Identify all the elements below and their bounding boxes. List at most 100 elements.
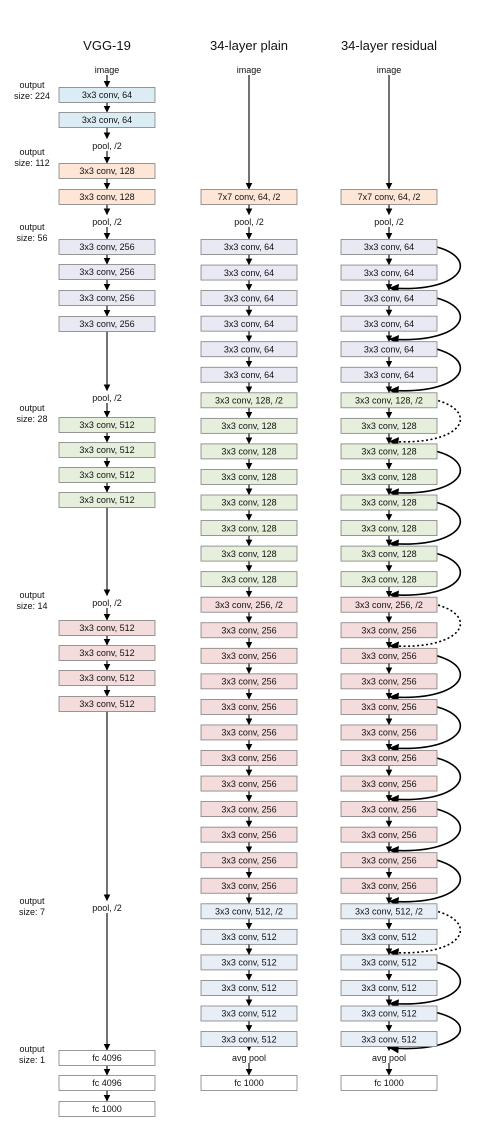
layer-box: 3x3 conv, 256 <box>200 699 298 715</box>
layer-box: 3x3 conv, 512 <box>58 620 156 636</box>
output-size-label: output <box>19 80 45 90</box>
layer-box: 3x3 conv, 256 <box>340 750 438 766</box>
layer-box: 3x3 conv, 256 <box>200 647 298 664</box>
layer-box-rect <box>200 980 298 996</box>
layer-box-label: 3x3 conv, 512 <box>221 1034 276 1044</box>
layer-box: 3x3 conv, 64 <box>340 366 438 383</box>
layer-box-label: 3x3 conv, 128, /2 <box>355 396 423 406</box>
layer-box: 3x3 conv, 256 <box>340 647 438 664</box>
layer-box: 3x3 conv, 512 <box>58 467 156 483</box>
layer-box-label: 3x3 conv, 128 <box>221 574 276 584</box>
layer-box-label: 3x3 conv, 512 <box>79 495 134 505</box>
layer-box: 3x3 conv, 64 <box>200 315 298 332</box>
layer-box: 3x3 conv, 256 <box>200 750 298 766</box>
layer-box-label: 3x3 conv, 128, /2 <box>215 396 283 406</box>
output-size-label: size: 112 <box>14 158 49 168</box>
layer-box: 3x3 conv, 512 <box>200 1031 298 1047</box>
stage-label: pool, /2 <box>92 393 122 403</box>
layer-box-rect <box>340 1031 438 1047</box>
layer-box-label: 3x3 conv, 512 <box>79 445 134 455</box>
layer-box: fc 1000 <box>200 1075 298 1091</box>
layer-box: fc 4096 <box>58 1075 156 1091</box>
layer-box-rect <box>340 469 438 485</box>
layer-box-label: 3x3 conv, 256 <box>361 753 416 763</box>
layer-box-rect <box>340 189 438 205</box>
header-residual34: 34-layer residual <box>341 38 437 53</box>
layer-box: 3x3 conv, 256 <box>200 673 298 690</box>
layer-box-rect <box>200 239 298 255</box>
layer-box-rect <box>200 315 298 332</box>
layer-box-label: 3x3 conv, 128 <box>361 574 416 584</box>
layer-box: 3x3 conv, 512 <box>200 954 298 971</box>
layer-box: 3x3 conv, 512 <box>58 670 156 686</box>
layer-boxes: image 3x3 conv, 64 3x3 conv, 64 pool, /2 3x3… <box>58 65 438 1117</box>
layer-box-label: 3x3 conv, 512 <box>361 1009 416 1019</box>
layer-box-label: 3x3 conv, 64 <box>224 319 274 329</box>
layer-box-label: 3x3 conv, 128 <box>361 447 416 457</box>
layer-box: 3x3 conv, 128 <box>200 443 298 460</box>
layer-box: 3x3 conv, 128 <box>340 571 438 588</box>
layer-box-rect <box>200 801 298 817</box>
layer-box-label: 7x7 conv, 64, /2 <box>218 192 281 202</box>
output-size-label: output <box>19 1044 45 1054</box>
layer-box-label: 3x3 conv, 256 <box>221 855 276 865</box>
layer-box-rect <box>200 443 298 460</box>
header-vgg19: VGG-19 <box>83 38 131 53</box>
layer-box: 3x3 conv, 512 <box>58 442 156 458</box>
layer-box-rect <box>58 620 156 636</box>
layer-box-label: 3x3 conv, 128 <box>361 421 416 431</box>
layer-box-label: 3x3 conv, 256, /2 <box>215 600 283 610</box>
stage-label: image <box>95 65 120 75</box>
layer-box: 3x3 conv, 256 <box>200 724 298 741</box>
layer-box-rect <box>200 366 298 383</box>
layer-box-label: fc 1000 <box>374 1078 404 1088</box>
layer-box-label: 3x3 conv, 512 <box>221 1009 276 1019</box>
layer-box-label: 3x3 conv, 512 <box>79 673 134 683</box>
stage-label: pool, /2 <box>92 141 122 151</box>
layer-box: 3x3 conv, 64 <box>340 264 438 281</box>
layer-box: 3x3 conv, 512 <box>340 1031 438 1047</box>
layer-box-label: 3x3 conv, 512 <box>79 420 134 430</box>
layer-box-rect <box>200 775 298 792</box>
layer-box-rect <box>340 1005 438 1022</box>
stage-label: pool, /2 <box>234 217 264 227</box>
layer-box: 3x3 conv, 256 <box>58 290 156 306</box>
layer-box-rect <box>58 290 156 306</box>
layer-box-label: 3x3 conv, 128 <box>361 472 416 482</box>
layer-box: 7x7 conv, 64, /2 <box>340 189 438 205</box>
layer-box-label: 3x3 conv, 512 <box>79 699 134 709</box>
layer-box-rect <box>58 670 156 686</box>
layer-box: 3x3 conv, 256 <box>200 852 298 869</box>
layer-box-rect <box>58 1075 156 1091</box>
layer-box-rect <box>200 417 298 434</box>
layer-box-rect <box>340 366 438 383</box>
layer-box-rect <box>58 442 156 458</box>
layer-box: 3x3 conv, 128 <box>340 417 438 434</box>
layer-box-rect <box>340 239 438 255</box>
layer-box-rect <box>200 469 298 485</box>
layer-box-label: 7x7 conv, 64, /2 <box>358 192 421 202</box>
layer-box: 3x3 conv, 256 <box>200 826 298 843</box>
layer-box-label: 3x3 conv, 128 <box>361 523 416 533</box>
layer-box-rect <box>340 315 438 332</box>
output-size-label: output <box>19 222 45 232</box>
layer-box-label: 3x3 conv, 64 <box>224 268 274 278</box>
layer-box-label: 3x3 conv, 512 <box>79 623 134 633</box>
layer-box: 3x3 conv, 256 <box>340 775 438 792</box>
layer-box-rect <box>58 112 156 128</box>
layer-box-rect <box>200 596 298 613</box>
layer-box: 3x3 conv, 64 <box>200 341 298 358</box>
layer-box: 3x3 conv, 256 <box>200 801 298 817</box>
stage-label: image <box>237 65 262 75</box>
layer-box-label: 3x3 conv, 128 <box>221 523 276 533</box>
layer-box-label: 3x3 conv, 64 <box>82 115 132 125</box>
output-size-label: output <box>19 403 45 413</box>
layer-box-rect <box>200 699 298 715</box>
layer-box-rect <box>200 724 298 741</box>
layer-box: 3x3 conv, 64 <box>58 87 156 103</box>
layer-box: 3x3 conv, 256 <box>58 239 156 255</box>
layer-box-rect <box>200 341 298 358</box>
layer-box-rect <box>340 852 438 869</box>
layer-box-rect <box>58 1050 156 1066</box>
layer-box-rect <box>200 520 298 536</box>
